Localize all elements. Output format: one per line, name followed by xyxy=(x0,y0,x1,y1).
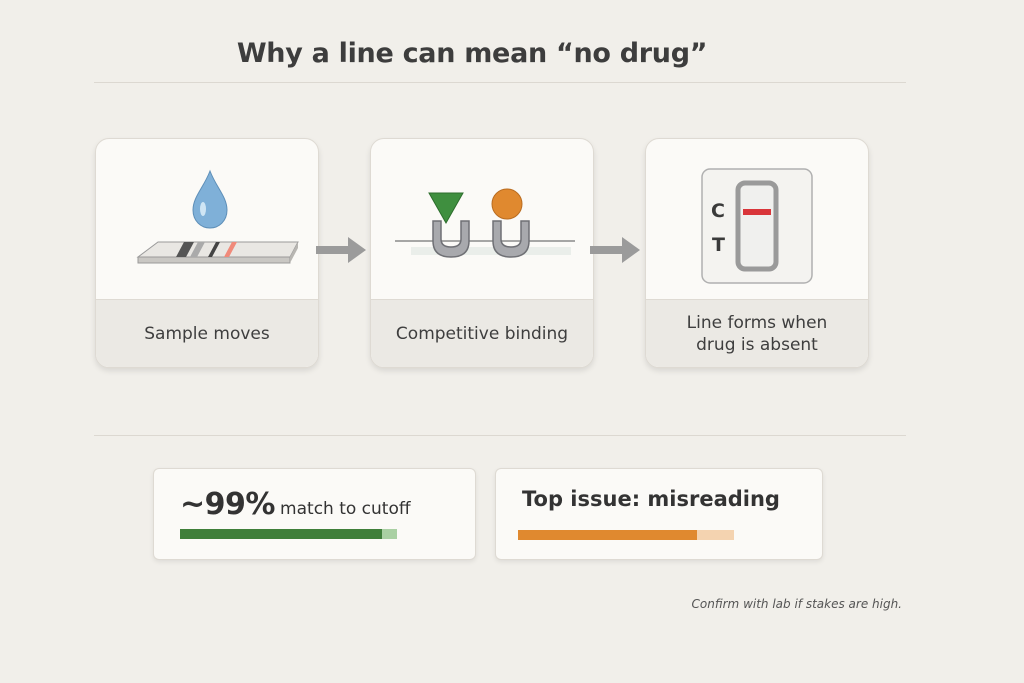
stat-card-match: ~99% match to cutoff xyxy=(153,468,476,560)
competitive-binding-icon xyxy=(395,188,575,258)
step-card-competitive-binding: Competitive binding xyxy=(370,138,594,368)
step-caption: Competitive binding xyxy=(371,299,593,367)
control-label: C xyxy=(711,200,725,222)
issue-progress-fill xyxy=(518,530,698,540)
match-text: match to cutoff xyxy=(280,499,411,519)
stat-card-issue: Top issue: misreading xyxy=(495,468,823,560)
match-value: ~99% xyxy=(180,487,275,522)
match-progress-fill xyxy=(180,529,382,539)
step-card-sample-moves: Sample moves xyxy=(95,138,319,368)
match-progress-bar xyxy=(180,529,397,539)
section-divider xyxy=(94,435,906,436)
step-card-line-forms: C T Line forms when drug is absent xyxy=(645,138,869,368)
step-caption: Sample moves xyxy=(96,299,318,367)
step-caption: Line forms when drug is absent xyxy=(646,299,868,367)
page-title: Why a line can mean “no drug” xyxy=(236,38,708,69)
arrow-right-icon xyxy=(316,237,366,263)
sample-drop-icon xyxy=(136,169,299,264)
stat-label: Top issue: misreading xyxy=(522,487,780,511)
title-divider xyxy=(94,82,906,83)
arrow-right-icon xyxy=(590,237,640,263)
test-cassette-icon: C T xyxy=(701,168,813,284)
stat-label: ~99% match to cutoff xyxy=(180,487,411,522)
test-label: T xyxy=(712,234,725,256)
issue-progress-bar xyxy=(518,530,734,540)
footnote: Confirm with lab if stakes are high. xyxy=(691,597,902,611)
issue-text: Top issue: misreading xyxy=(522,487,780,511)
